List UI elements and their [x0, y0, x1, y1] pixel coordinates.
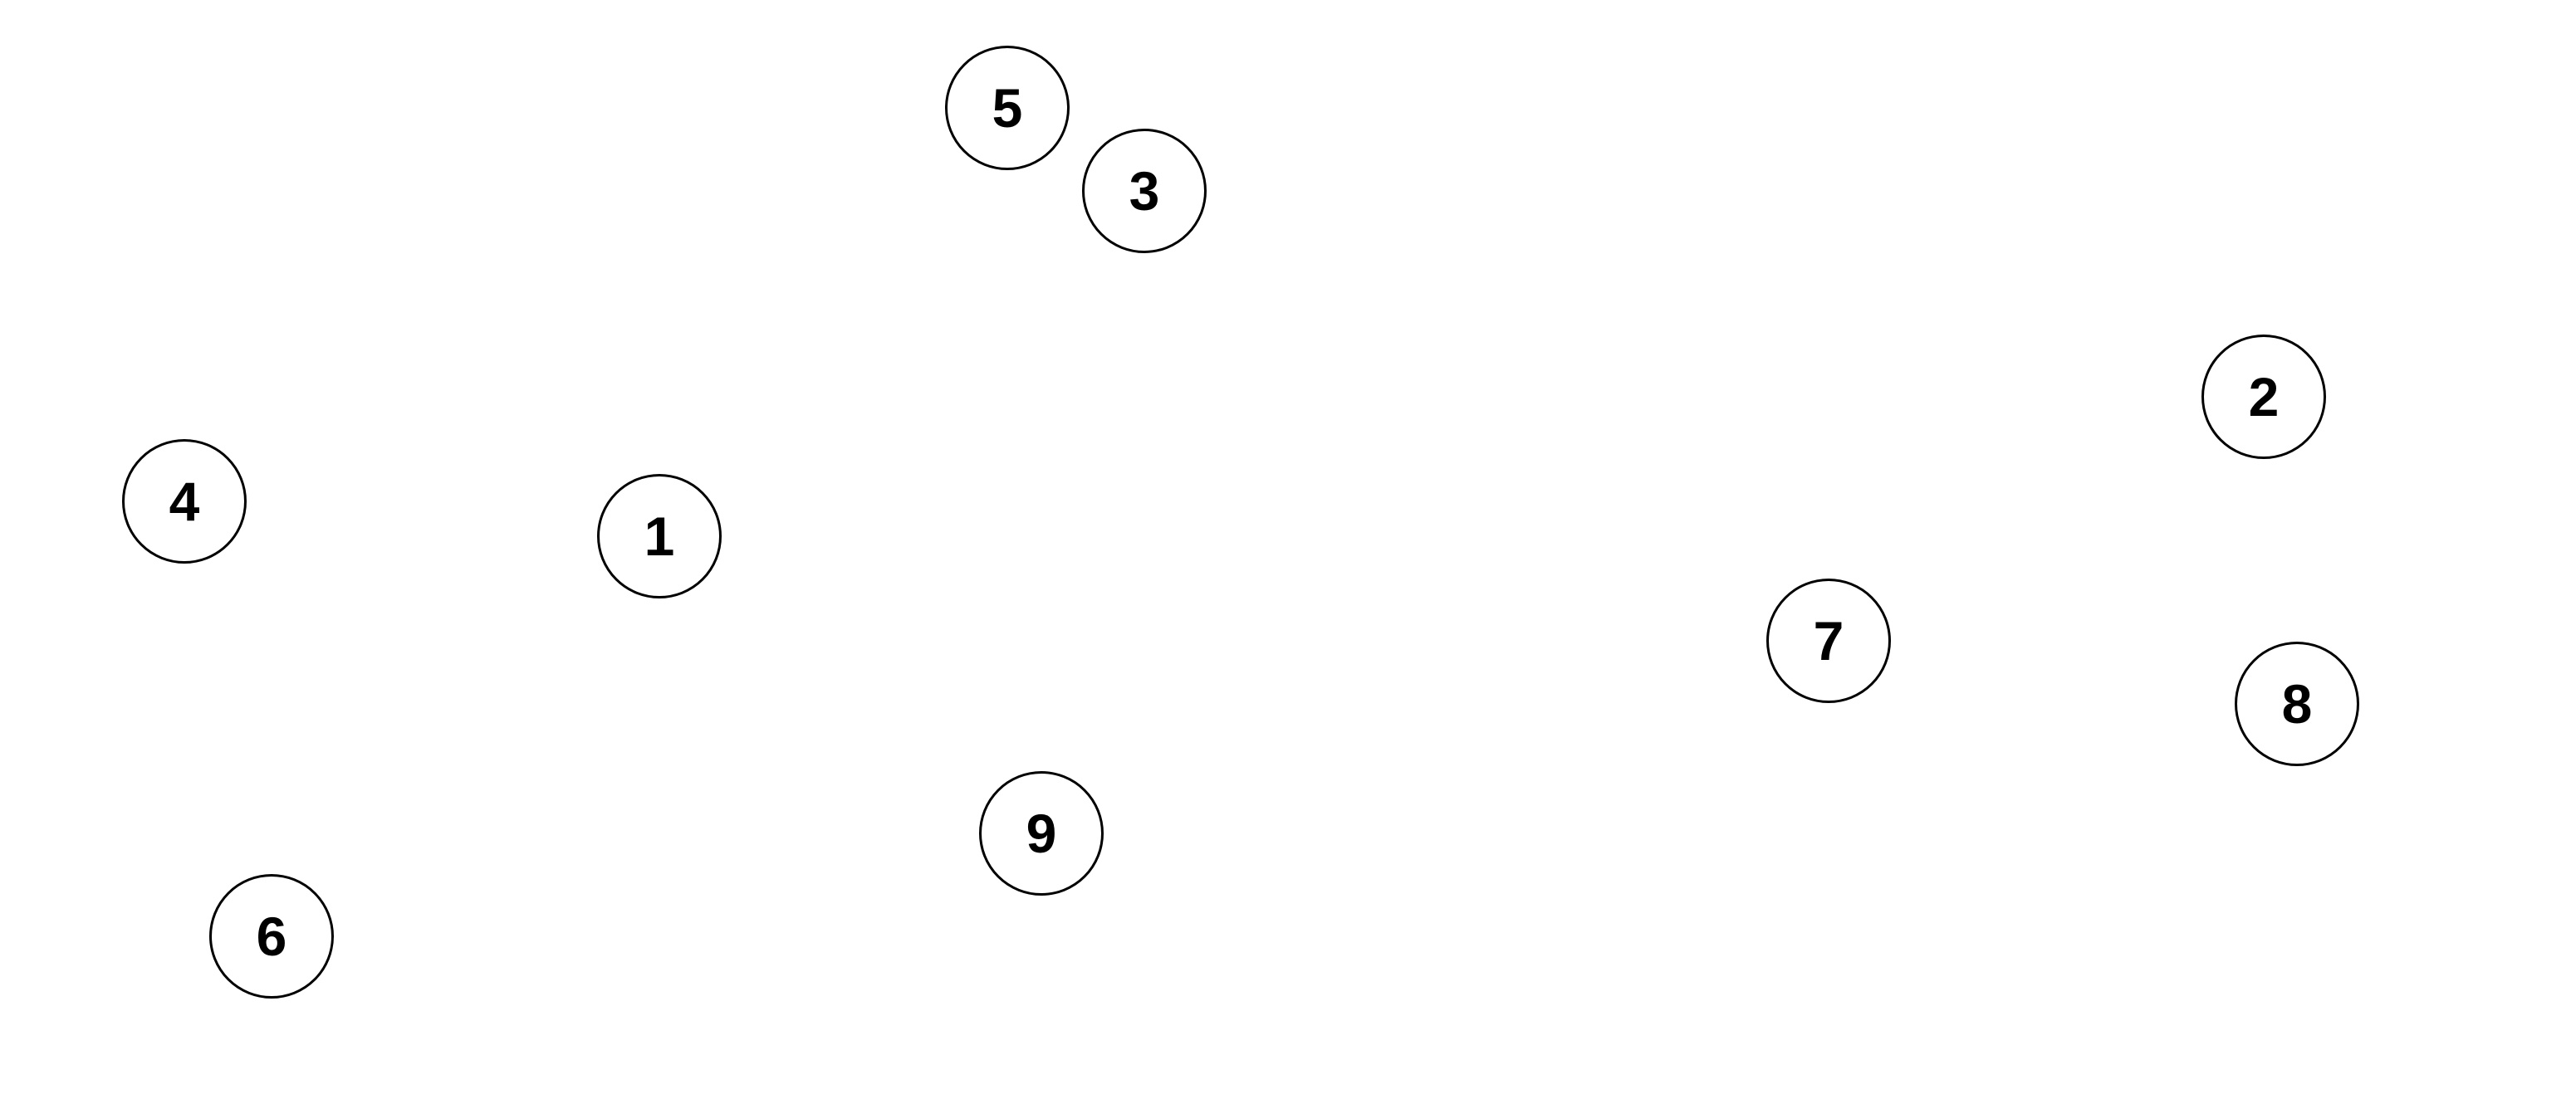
node-7-label: 7: [1813, 610, 1844, 672]
node-3: 3: [1082, 129, 1207, 253]
node-1-label: 1: [644, 506, 675, 567]
node-6-label: 6: [256, 906, 287, 967]
node-2: 2: [2201, 335, 2326, 459]
node-8: 8: [2235, 642, 2359, 766]
node-4: 4: [122, 439, 247, 564]
node-5-label: 5: [992, 77, 1023, 139]
node-3-label: 3: [1129, 160, 1160, 222]
node-9-label: 9: [1026, 803, 1057, 864]
node-5: 5: [945, 46, 1070, 170]
node-8-label: 8: [2281, 673, 2313, 735]
node-2-label: 2: [2248, 366, 2280, 427]
node-1: 1: [597, 474, 722, 598]
node-9: 9: [979, 771, 1104, 896]
node-7: 7: [1766, 579, 1891, 703]
node-6: 6: [209, 874, 334, 999]
node-4-label: 4: [169, 471, 200, 532]
